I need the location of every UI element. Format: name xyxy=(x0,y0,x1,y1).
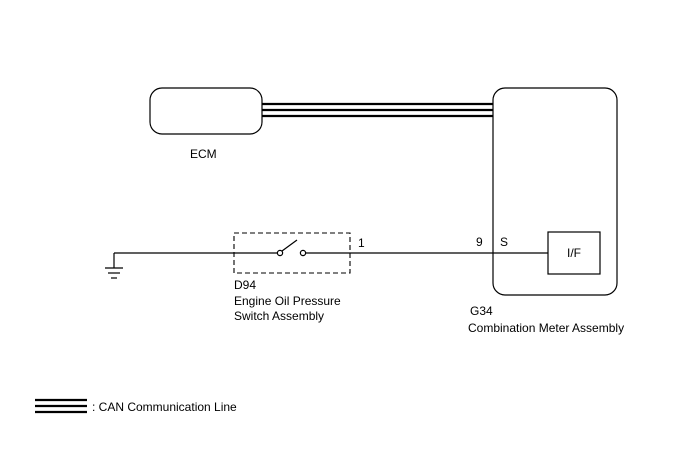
interface-label: I/F xyxy=(567,246,581,260)
legend-can-line-icon xyxy=(35,398,87,414)
ecm-label: ECM xyxy=(190,147,217,161)
can-communication-line xyxy=(262,102,493,118)
meter-pin-number: 9 xyxy=(476,235,483,249)
switch-icon xyxy=(276,239,307,257)
ground-icon xyxy=(105,253,123,279)
switch-dashed-box xyxy=(233,232,351,274)
switch-name-line2: Switch Assembly xyxy=(234,309,324,323)
ecm-box xyxy=(149,87,263,135)
meter-pin-name: S xyxy=(500,235,508,249)
switch-code: D94 xyxy=(234,278,256,292)
legend-text: : CAN Communication Line xyxy=(92,400,237,414)
switch-pin-number: 1 xyxy=(358,236,365,250)
combination-meter-box xyxy=(492,87,618,296)
meter-code: G34 xyxy=(470,304,493,318)
switch-name-line1: Engine Oil Pressure xyxy=(234,294,341,308)
meter-name: Combination Meter Assembly xyxy=(468,321,624,335)
